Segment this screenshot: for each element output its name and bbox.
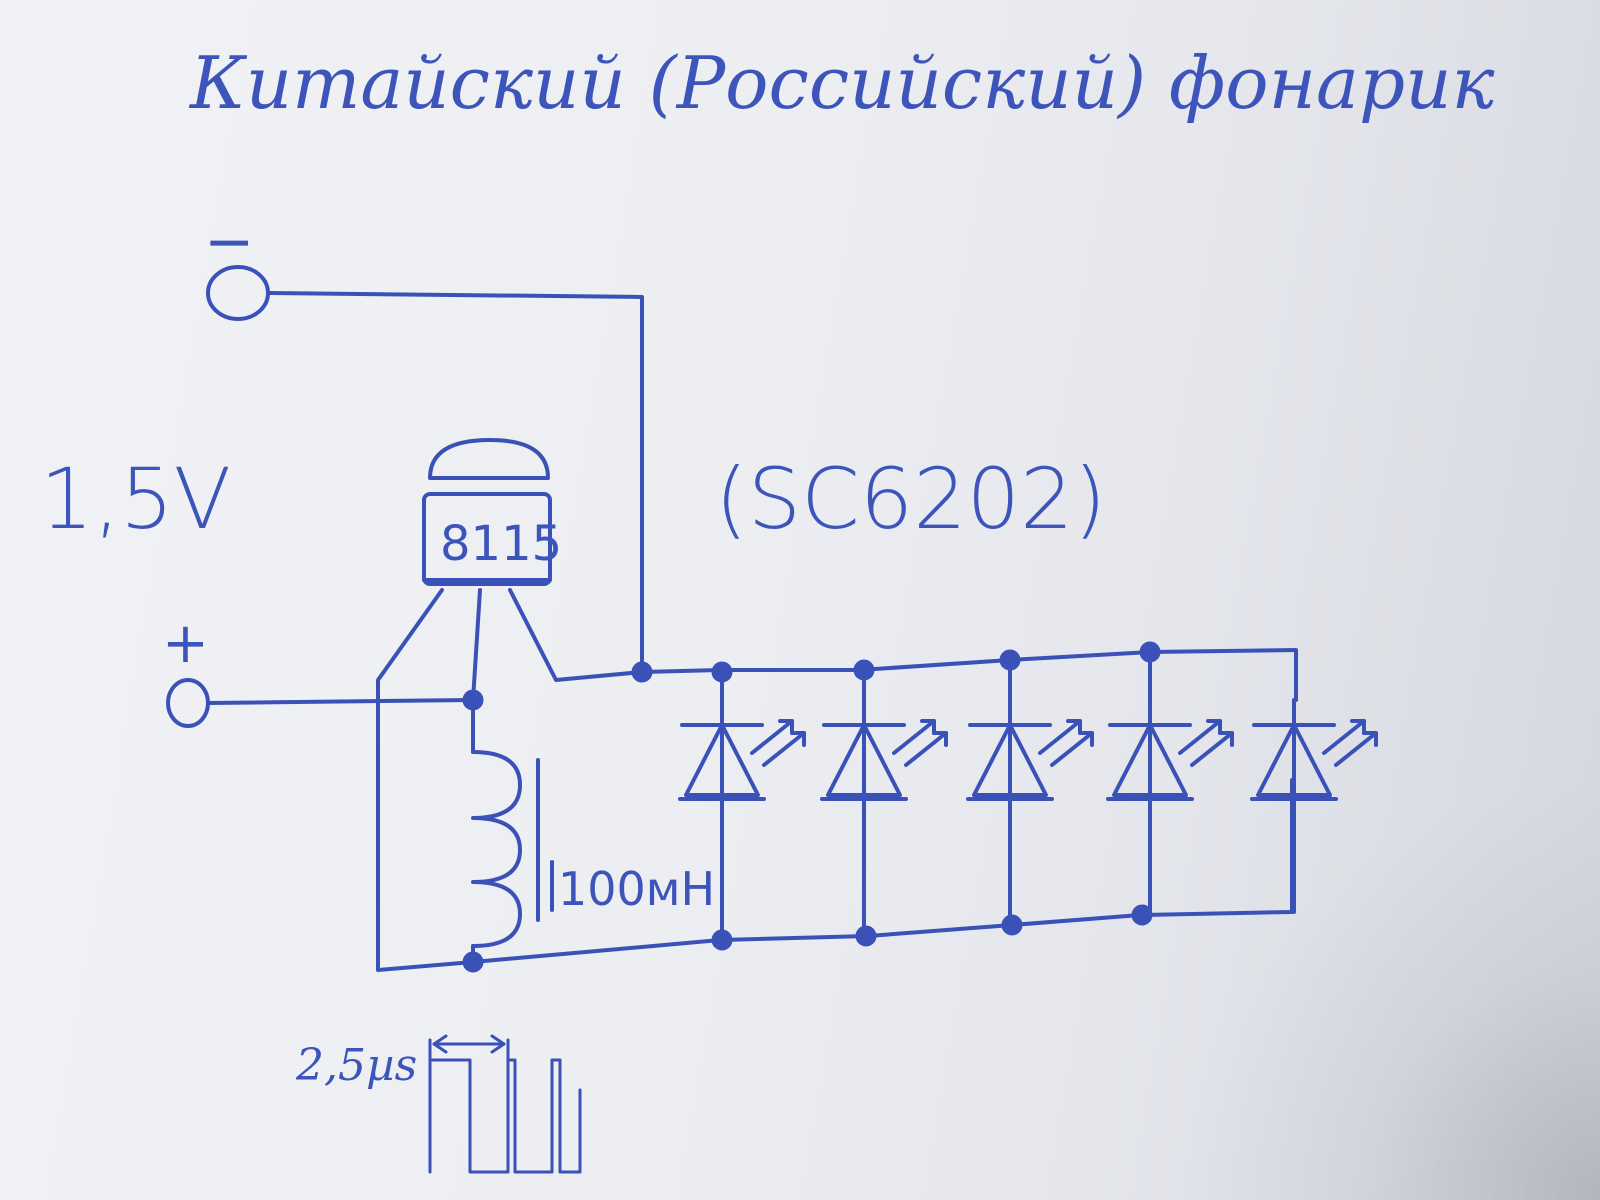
inductor-label: 100мН [558, 862, 715, 916]
transistor-8115 [422, 438, 552, 586]
junction-dot [1131, 904, 1153, 926]
junction-dot [999, 649, 1021, 671]
led-3 [966, 658, 1094, 927]
voltage-label: 1,5V [40, 450, 231, 548]
led-array [678, 650, 1378, 942]
junction-dot [1001, 914, 1023, 936]
junction-dot [462, 689, 484, 711]
transistor-label: 8115 [440, 516, 562, 572]
plus-sign: + [162, 611, 209, 676]
led-5 [1250, 698, 1378, 914]
transistor-legs [376, 588, 644, 972]
junction-dot [462, 951, 484, 973]
diagram-title: Китайский (Российский) фонарик [188, 41, 1494, 125]
junction-dot [631, 661, 653, 683]
junction-dot [853, 659, 875, 681]
junction-dot [855, 925, 877, 947]
junction-dots [462, 641, 1161, 973]
led-4 [1106, 650, 1234, 917]
junction-dot [711, 661, 733, 683]
plus-terminal [166, 678, 210, 728]
junction-dot [711, 929, 733, 951]
chip-label: (SC6202) [715, 450, 1106, 548]
wire-plus [206, 698, 474, 705]
minus-sign: − [204, 207, 254, 277]
pulse-waveform [428, 1034, 582, 1174]
led-2 [820, 668, 948, 938]
wire-minus [268, 291, 644, 672]
top-bus [640, 648, 1298, 702]
pulse-label: 2,5µs [295, 1040, 417, 1091]
led-1 [678, 668, 806, 942]
junction-dot [1139, 641, 1161, 663]
inductor-coil [471, 698, 554, 964]
